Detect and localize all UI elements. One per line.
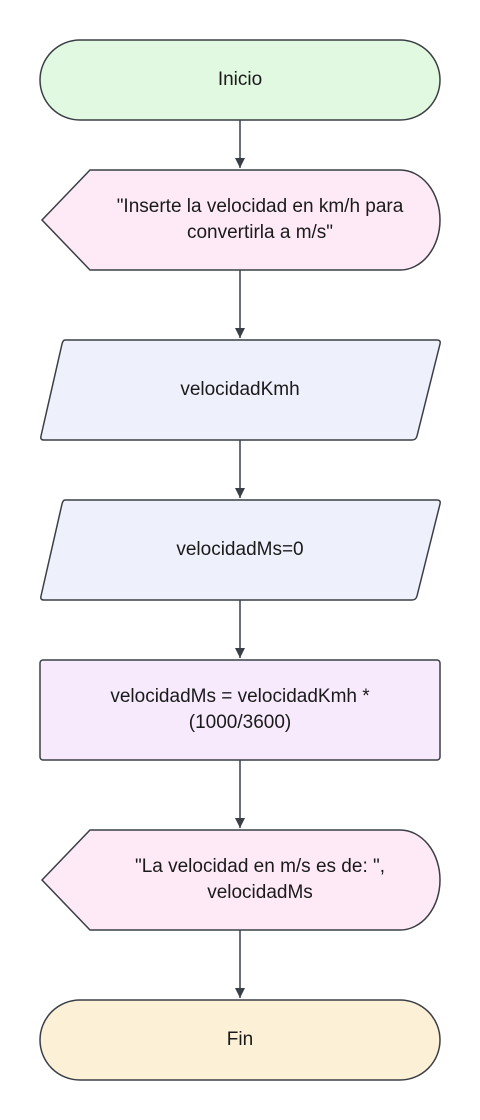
start-terminator-shape <box>39 39 441 121</box>
input-speed-label: velocidadKmh <box>180 379 300 400</box>
start-label: Inicio <box>217 69 263 90</box>
process-shape <box>39 659 441 761</box>
display-result-shape <box>40 829 441 931</box>
end-label: Fin <box>226 1029 254 1050</box>
end-terminator-shape <box>39 999 441 1081</box>
display-prompt-shape <box>40 169 441 271</box>
input-speed-shape <box>40 339 441 441</box>
init-ms-label: velocidadMs=0 <box>176 539 304 560</box>
display-prompt-label: "Inserte la velocidad en km/h para conve… <box>116 196 404 243</box>
init-ms-shape <box>40 499 441 601</box>
display-result-label: "La velocidad en m/s es de: ", velocidad… <box>134 856 386 903</box>
process-label: velocidadMs = velocidadKmh * (1000/3600) <box>110 686 370 733</box>
